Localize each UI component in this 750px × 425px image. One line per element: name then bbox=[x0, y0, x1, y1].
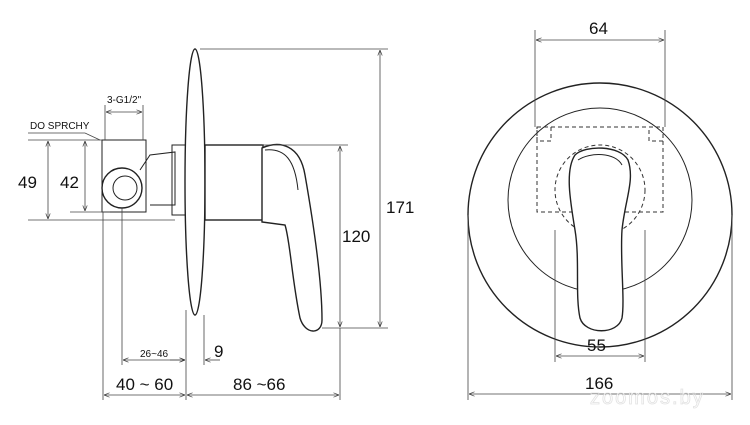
dim-40-60-label: 40 ~ 60 bbox=[116, 375, 173, 394]
dim-9-label: 9 bbox=[214, 342, 223, 361]
valve-neck bbox=[139, 151, 176, 206]
lever-handle bbox=[261, 144, 323, 332]
watermark: zoomos.by bbox=[590, 387, 705, 409]
dim-171-label: 171 bbox=[386, 198, 414, 217]
outlet-ring bbox=[101, 167, 143, 209]
dim-connection-label: 3-G1/2" bbox=[107, 95, 142, 106]
dim-86-66-label: 86 ~66 bbox=[233, 375, 285, 394]
hidden-port bbox=[536, 126, 552, 142]
dim-26-46-label: 26~46 bbox=[140, 349, 169, 360]
outlet-leader bbox=[28, 132, 101, 141]
side-view: 49 42 3-G1/2" DO SPRCHY 26~46 9 40 ~ 60 … bbox=[18, 48, 414, 400]
hidden-port bbox=[648, 126, 664, 142]
dim-42-label: 42 bbox=[60, 173, 79, 192]
cover-plate bbox=[184, 48, 206, 316]
outlet-bore bbox=[112, 175, 138, 201]
outlet-label: DO SPRCHY bbox=[30, 121, 90, 132]
front-view: 64 55 166 bbox=[467, 19, 733, 400]
handle-edge bbox=[264, 149, 299, 191]
cartridge-body bbox=[204, 144, 264, 221]
dim-166-label: 166 bbox=[585, 374, 613, 393]
handle-edge bbox=[577, 154, 623, 166]
lever-handle-front bbox=[568, 147, 632, 332]
dim-64-label: 64 bbox=[589, 19, 608, 38]
dim-49-label: 49 bbox=[18, 173, 37, 192]
dim-120-label: 120 bbox=[342, 227, 370, 246]
dim-55-label: 55 bbox=[587, 336, 606, 355]
valve-body bbox=[101, 139, 147, 213]
